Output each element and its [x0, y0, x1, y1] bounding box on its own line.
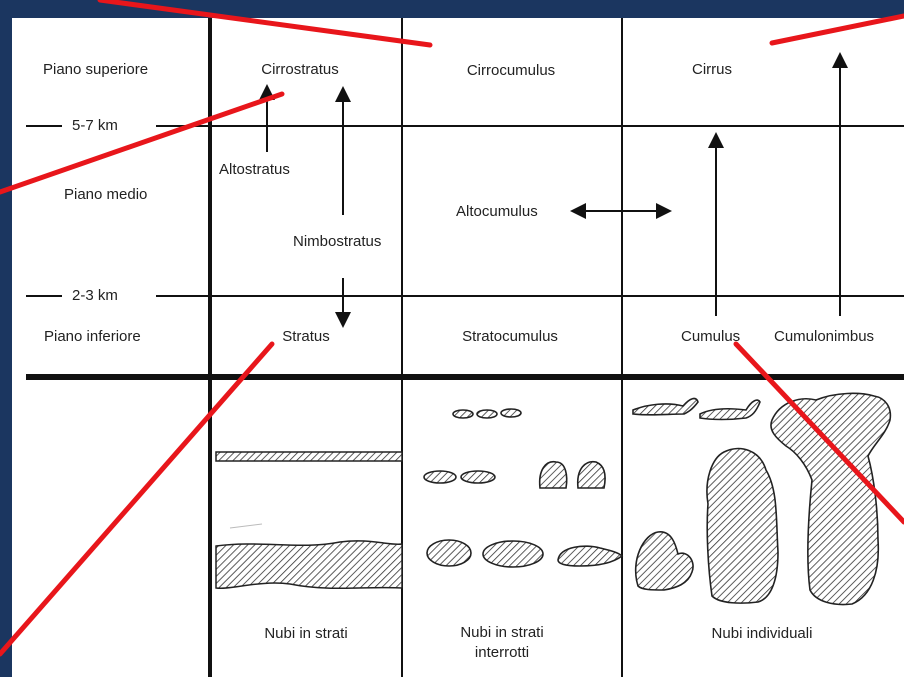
- altocumulus-puff: [424, 471, 456, 483]
- pointer-cirrus: [772, 16, 904, 43]
- altocumulus-tower: [540, 462, 567, 488]
- altitude-high-label: 5-7 km: [72, 117, 118, 135]
- category-broken-label: Nubi in strati interrotti: [432, 623, 572, 663]
- cloud-label-cirrus: Cirrus: [692, 61, 732, 79]
- cloud-label-cumulonimbus: Cumulonimbus: [774, 328, 874, 346]
- stratocumulus-puff: [427, 540, 471, 566]
- level-lower-label: Piano inferiore: [44, 328, 141, 346]
- cirrocumulus-puff: [501, 409, 521, 417]
- cloud-label-cirrocumulus: Cirrocumulus: [467, 62, 555, 80]
- level-middle-label: Piano medio: [64, 186, 147, 204]
- stratus-thick-layer: [216, 541, 402, 588]
- cumulonimbus-anvil: [771, 393, 890, 604]
- cirrus-hook: [633, 399, 698, 415]
- cloud-label-stratocumulus: Stratocumulus: [462, 328, 558, 346]
- altocumulus-tower: [578, 462, 605, 488]
- cumulus-tall: [707, 449, 778, 604]
- cloud-label-cirrostratus: Cirrostratus: [261, 61, 339, 79]
- cloud-label-cumulus: Cumulus: [681, 328, 740, 346]
- level-upper-label: Piano superiore: [43, 61, 148, 79]
- cumulus-small: [636, 532, 693, 590]
- cirrocumulus-puff: [477, 410, 497, 418]
- cloud-label-altocumulus: Altocumulus: [456, 203, 538, 221]
- category-individual-label: Nubi individuali: [712, 625, 813, 643]
- stratus-thin-layer: [216, 452, 402, 461]
- pointer-stratus: [0, 344, 272, 654]
- cloud-label-nimbostratus: Nimbostratus: [293, 233, 381, 251]
- stratocumulus-puff: [558, 546, 622, 566]
- altitude-low-label: 2-3 km: [72, 287, 118, 305]
- altocumulus-puff: [461, 471, 495, 483]
- cloud-label-altostratus: Altostratus: [219, 161, 290, 179]
- cirrus-hook: [700, 400, 760, 419]
- stratocumulus-puff: [483, 541, 543, 567]
- pointer-cirrocumulus: [100, 0, 430, 45]
- category-layered-label: Nubi in strati: [264, 625, 347, 643]
- cloud-label-stratus: Stratus: [282, 328, 330, 346]
- cirrocumulus-puff: [453, 410, 473, 418]
